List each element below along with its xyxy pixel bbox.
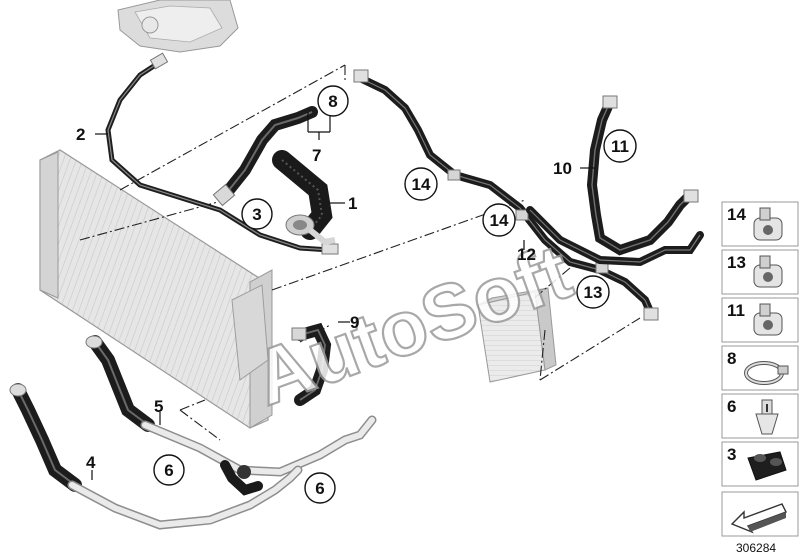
side-item-13-number: 13 [727,253,746,272]
hose-4 [9,383,82,492]
callout-14a-circle [404,167,438,201]
side-item-6: 6 [721,393,799,439]
callout-5: 5 [154,397,163,416]
callout-8-circle [317,85,349,117]
clamp-icon [753,303,783,336]
hose-clamp-icon [744,361,789,385]
callout-11: 11 [611,137,629,156]
side-item-14-number: 14 [727,205,746,224]
callout-2: 2 [76,125,85,144]
callout-14b-circle [482,203,516,237]
holder-icon [747,451,787,481]
side-item-13: 13 [721,249,799,295]
callout-6a: 6 [164,461,173,480]
side-item-3-number: 3 [727,445,736,464]
hose-14 [353,69,659,321]
callout-3-circle [241,198,273,230]
callout-11-circle [603,129,637,163]
side-item-14: 14 [721,201,799,247]
side-item-8-number: 8 [727,349,736,368]
callout-8: 8 [328,92,337,111]
hose-lower-right [526,206,704,267]
callout-12: 12 [517,245,536,264]
radiator [39,149,273,429]
callout-14a: 14 [412,175,431,194]
side-item-6-number: 6 [727,397,736,416]
callout-6b: 6 [315,479,324,498]
aux-radiator [477,287,557,383]
side-panel: 14 13 11 [721,201,799,537]
callout-9: 9 [350,313,359,332]
engine-housing [117,0,239,53]
hose-10 [586,95,699,256]
side-item-8: 8 [721,345,799,391]
callout-13: 13 [584,283,603,302]
clamp-icon [753,255,783,288]
plate-number: 306284 [736,541,776,555]
hose-5 [85,335,155,432]
callout-3: 3 [252,205,261,224]
hose-1 [272,150,336,246]
callout-1: 1 [348,194,357,213]
pipe-4 [67,465,303,530]
side-item-3: 3 [721,441,799,487]
callout-leaders [91,112,595,480]
callout-10: 10 [553,159,572,178]
direction-arrow-icon [730,503,787,534]
callout-4: 4 [86,453,96,472]
callout-6b-circle [304,472,336,504]
direction-arrow-box [721,491,799,537]
pipe-5 [140,415,377,496]
hose-9 [291,322,332,406]
callouts: 1 2 3 4 5 6 6 7 8 9 10 11 12 13 14 14 [76,85,637,504]
callout-14b: 14 [490,211,509,230]
clip-icon [755,399,779,435]
side-item-11: 11 [721,297,799,343]
hose-3 [212,106,318,207]
callout-13-circle [576,275,610,309]
callout-7: 7 [312,146,321,165]
callout-6a-circle [153,454,185,486]
clamp-icon [753,207,783,241]
side-item-11-number: 11 [727,301,745,320]
